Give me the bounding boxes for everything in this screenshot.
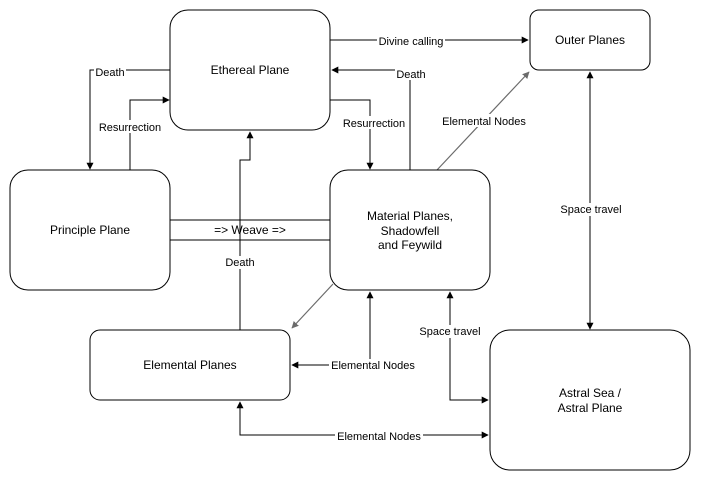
node-astral-sea[interactable]: Astral Sea / Astral Plane: [489, 329, 691, 471]
node-outer-planes-label: Outer Planes: [555, 33, 625, 47]
node-principle-plane[interactable]: Principle Plane: [9, 169, 171, 291]
label-death-right: Death: [396, 69, 425, 81]
label-elemental-nodes-diagonal: Elemental Nodes: [442, 116, 526, 128]
node-material-planes-label-1: Material Planes,: [367, 209, 453, 223]
label-space-travel-astral: Space travel: [419, 326, 480, 338]
node-elemental-planes-label: Elemental Planes: [143, 358, 236, 372]
label-elemental-nodes-middle: Elemental Nodes: [331, 360, 415, 372]
label-elemental-nodes-bottom: Elemental Nodes: [337, 431, 421, 443]
label-resurrection-right: Resurrection: [343, 118, 405, 130]
node-elemental-planes[interactable]: Elemental Planes: [89, 329, 291, 401]
node-ethereal-plane-label: Ethereal Plane: [211, 63, 290, 77]
node-outer-planes[interactable]: Outer Planes: [529, 9, 651, 71]
label-resurrection-left: Resurrection: [99, 122, 161, 134]
edge-death-ethereal-to-principle: [86, 69, 170, 170]
node-principle-plane-label: Principle Plane: [50, 223, 130, 237]
edge-resurrection-principle-to-ethereal: [129, 96, 170, 170]
node-astral-sea-label-2: Astral Plane: [558, 401, 623, 415]
edge-space-travel-material-astral: [446, 291, 489, 404]
label-divine-calling: Divine calling: [379, 36, 444, 48]
node-ethereal-plane[interactable]: Ethereal Plane: [169, 9, 331, 131]
node-material-planes[interactable]: Material Planes, Shadowfell and Feywild: [329, 169, 491, 291]
node-material-planes-label-3: and Feywild: [378, 238, 442, 252]
node-material-planes-label-2: Shadowfell: [381, 224, 440, 238]
edge-material-to-elemental: [291, 283, 334, 329]
edge-elemental-nodes-material-elemental: [291, 291, 374, 369]
label-weave: => Weave =>: [214, 223, 286, 237]
label-death-left: Death: [95, 67, 124, 79]
label-death-center: Death: [225, 257, 254, 269]
edge-death-elemental-to-ethereal: [239, 131, 254, 330]
label-space-travel-outer: Space travel: [560, 204, 621, 216]
edge-resurrection-ethereal-to-material: [330, 99, 374, 170]
node-astral-sea-label-1: Astral Sea /: [559, 386, 622, 400]
